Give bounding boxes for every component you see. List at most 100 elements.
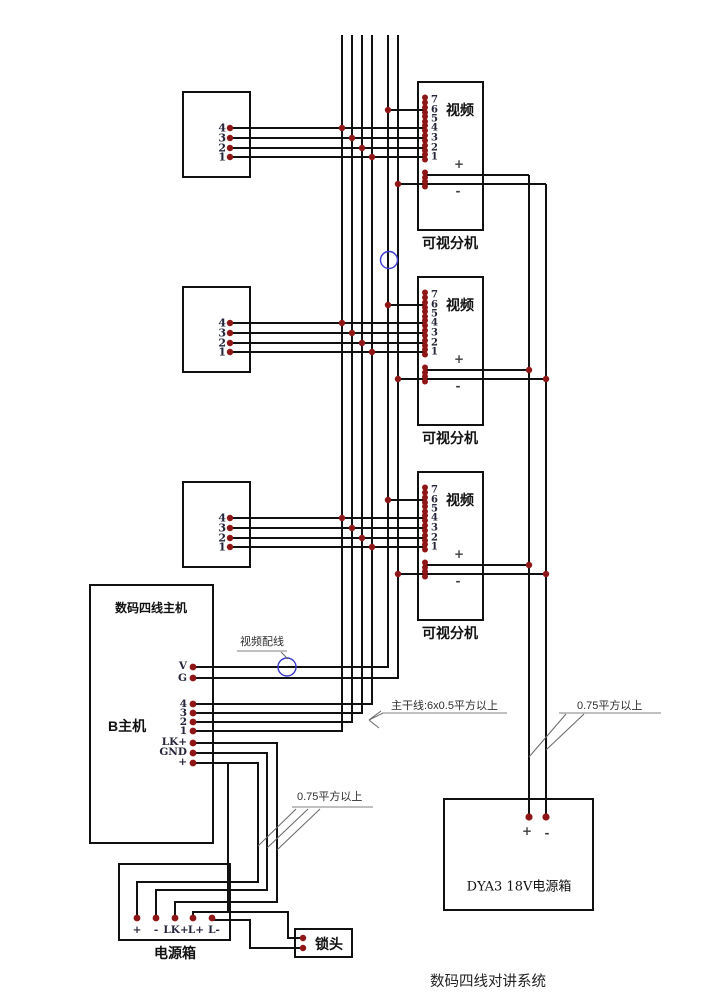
power-box-label: 电源箱 [154, 945, 196, 961]
psu-minus-label: - [545, 826, 550, 840]
station-minus-label: - [456, 184, 461, 198]
station-minus-label: - [456, 379, 461, 393]
svg-text:3: 3 [180, 707, 187, 719]
svg-text:7: 7 [431, 485, 438, 496]
indoor-pin-label: 3 [218, 327, 226, 340]
indoor-pin-label: 2 [218, 337, 226, 350]
host-box [89, 584, 214, 844]
svg-text:2: 2 [431, 338, 438, 349]
svg-text:LK+: LK+ [162, 736, 187, 748]
power-box-outline [118, 863, 231, 941]
connection-dots [226, 289, 428, 385]
station-pin-labels: 7 6 5 4 3 2 1 [431, 290, 438, 358]
station-name-label: 可视分机 [422, 235, 478, 251]
bus-tap-dots [525, 366, 550, 578]
indoor-unit-box [182, 481, 251, 568]
station-minus-label: - [456, 574, 461, 588]
lock-box-outline [294, 928, 353, 958]
indoor-pin-label: 4 [218, 122, 226, 135]
connection-dots [226, 484, 428, 580]
connection-dots [226, 94, 428, 190]
lock-pin-dot [299, 934, 307, 942]
psu-plus-label: + [522, 824, 532, 838]
cable-marker-circle [379, 250, 399, 270]
station-plus-label: + [454, 547, 464, 561]
door-station-box [417, 81, 484, 231]
svg-text:1: 1 [180, 725, 187, 737]
wire-075-note-left: 0.75平方以上 [297, 789, 362, 803]
lock-pin-dot [299, 944, 307, 952]
svg-text:G: G [178, 672, 187, 684]
dc-bus-wires [528, 175, 547, 817]
svg-text:4: 4 [431, 318, 438, 329]
lock-label: 锁头 [315, 936, 343, 952]
host-side-label: B主机 [108, 718, 146, 734]
psu-label: DYA3 18V电源箱 [467, 879, 572, 895]
svg-text:+: + [178, 756, 187, 768]
psu-minus-dot [542, 813, 550, 821]
indoor-pin-label: 3 [218, 132, 226, 145]
station-plus-label: + [454, 157, 464, 171]
indoor-pin-label: 1 [218, 541, 226, 554]
svg-text:L-: L- [208, 924, 220, 936]
svg-text:7: 7 [431, 290, 438, 301]
trunk-wires [193, 35, 399, 732]
station-video-label: 视频 [446, 102, 474, 118]
indoor-unit-box [182, 286, 251, 373]
psu-box-outline [443, 798, 594, 911]
svg-text:+: + [133, 924, 142, 936]
indoor-pin-label: 2 [218, 142, 226, 155]
station-pin-labels: 7 6 5 4 3 2 1 [431, 95, 438, 163]
svg-text:5: 5 [431, 309, 438, 320]
svg-text:5: 5 [431, 114, 438, 125]
svg-text:3: 3 [431, 133, 438, 144]
svg-text:5: 5 [431, 504, 438, 515]
svg-text:3: 3 [431, 328, 438, 339]
indoor-pin-label: 4 [218, 317, 226, 330]
svg-text:1: 1 [431, 347, 438, 358]
svg-text:1: 1 [431, 152, 438, 163]
power-pin-dots [133, 914, 216, 922]
wire-075-note-right: 0.75平方以上 [577, 698, 642, 712]
floor-unit-1: 4 3 2 1 视频 7 6 5 4 3 2 1 + - [182, 81, 546, 251]
svg-text:4: 4 [431, 123, 438, 134]
diagram-title: 数码四线对讲系统 [430, 973, 546, 990]
unit-data-wires [230, 499, 546, 575]
svg-text:3: 3 [431, 523, 438, 534]
psu-plus-dot [525, 813, 533, 821]
door-station-box [417, 276, 484, 426]
trunk-note: 主干线:6x0.5平方以上 [391, 698, 498, 712]
indoor-unit-box [182, 91, 251, 178]
svg-text:L+: L+ [188, 924, 204, 936]
indoor-pin-label: 4 [218, 512, 226, 525]
host-unit: 数码四线主机 B主机 V G 4 3 2 1 LK+ GND + [89, 584, 214, 844]
svg-text:4: 4 [431, 513, 438, 524]
svg-text:6: 6 [431, 105, 438, 116]
annotation-075-right: 0.75平方以上 [528, 698, 661, 758]
door-station-box [417, 471, 484, 621]
svg-text:4: 4 [180, 698, 187, 710]
svg-text:2: 2 [431, 143, 438, 154]
lock-box: 锁头 [294, 928, 353, 958]
power-wires [136, 742, 303, 949]
station-pin-labels: 7 6 5 4 3 2 1 [431, 485, 438, 553]
unit-data-wires [230, 109, 546, 185]
station-video-label: 视频 [446, 297, 474, 313]
svg-text:GND: GND [159, 746, 187, 758]
indoor-pin-label: 1 [218, 151, 226, 164]
video-line-note: 视频配线 [240, 634, 284, 648]
svg-text:-: - [154, 924, 158, 936]
svg-text:7: 7 [431, 95, 438, 106]
floor-unit-3: 4 3 2 1 视频 7 6 5 4 3 2 1 + - [182, 471, 546, 641]
power-box: + - LK+ L+ L- 电源箱 [118, 863, 231, 961]
host-title-label: 数码四线主机 [115, 600, 187, 615]
svg-text:LK+: LK+ [163, 924, 188, 936]
power-pin-labels: + - LK+ L+ L- [133, 924, 220, 936]
host-pin-labels: V G 4 3 2 1 LK+ GND + [159, 660, 188, 768]
station-name-label: 可视分机 [422, 625, 478, 641]
svg-text:V: V [178, 660, 188, 672]
indoor-pin-label: 3 [218, 522, 226, 535]
station-plus-label: + [454, 352, 464, 366]
